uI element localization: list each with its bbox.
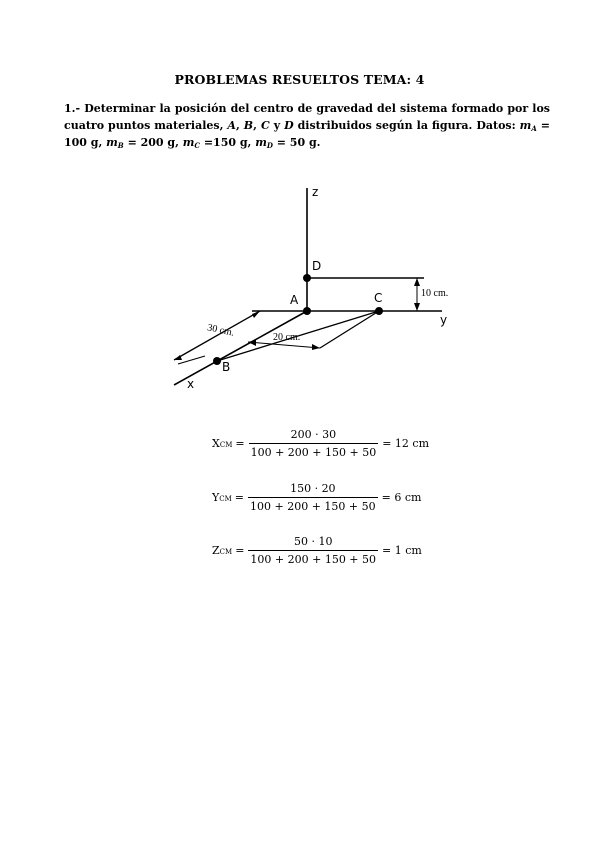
fraction: 200 · 30 100 + 200 + 150 + 50 [248, 427, 379, 459]
point-a-marker [303, 307, 311, 315]
page-title: PROBLEMAS RESUELTOS TEMA: 4 [174, 72, 425, 87]
denominator: 100 + 200 + 150 + 50 [248, 496, 378, 513]
conjunction: y [273, 119, 281, 132]
ab-parallel-line [173, 310, 261, 361]
point-label-a: A [227, 119, 236, 132]
point-b-marker [213, 357, 221, 365]
y-axis-label: y [440, 313, 448, 327]
equation-result: = 12 cm [382, 436, 430, 450]
equation-subscript: CM [219, 494, 232, 503]
equation-result: = 1 cm [382, 543, 422, 557]
point-d-label: D [312, 259, 322, 273]
equals-sign: = [235, 436, 245, 450]
numerator: 200 · 30 [290, 427, 337, 441]
equation-result: = 6 cm [381, 490, 422, 504]
mass-subscript: B [117, 141, 124, 150]
mass-value: = 50 g. [276, 136, 321, 149]
arrow-head [414, 303, 420, 311]
denominator: 100 + 200 + 150 + 50 [248, 442, 379, 459]
arrow-head [248, 340, 256, 346]
mass-symbol: m [255, 136, 267, 149]
x-axis-label: x [187, 377, 195, 391]
problem-number: 1.- [64, 102, 81, 115]
problem-statement: 1.- Determinar la posición del centro de… [64, 100, 550, 151]
arrow-head [252, 311, 260, 318]
numerator: 150 · 20 [290, 481, 336, 495]
denominator: 100 + 200 + 150 + 50 [248, 549, 379, 566]
equation-variable: X [212, 436, 220, 450]
mass-symbol: m [182, 136, 195, 149]
mass-subscript: D [266, 141, 273, 150]
figure-drawing [173, 188, 442, 386]
problem-text-data: distribuidos según la figura. Datos: [297, 119, 516, 132]
c-to-dimension-line [319, 310, 380, 349]
point-c-marker [375, 307, 383, 315]
point-label-d: D [284, 119, 294, 132]
separator: , [235, 119, 240, 132]
mass-subscript: C [194, 141, 200, 150]
arrow-head [312, 344, 320, 350]
mass-value: = 200 g, [127, 136, 179, 149]
arrow-head [414, 278, 420, 286]
mass-symbol: m [519, 119, 532, 132]
numerator: 50 · 10 [293, 534, 333, 548]
mass-value: = 100 g, [64, 119, 550, 149]
separator: , [253, 119, 257, 132]
point-c-label: C [374, 291, 383, 305]
dimension-10cm: 10 cm. [421, 288, 449, 299]
ac-dimension-line [247, 341, 321, 349]
equation-subscript: CM [219, 440, 233, 449]
arrow-head [174, 355, 182, 360]
equals-sign: = [235, 543, 245, 557]
mass-subscript: A [531, 124, 537, 133]
point-d-marker [303, 274, 311, 282]
point-label-b: B [243, 119, 254, 132]
fraction: 50 · 10 100 + 200 + 150 + 50 [248, 534, 379, 566]
x-axis [173, 310, 308, 386]
b-dimension-tick [177, 355, 206, 365]
point-label-c: C [260, 119, 270, 132]
mass-value: =150 g, [203, 136, 252, 149]
dimension-20cm: 20 cm. [273, 332, 301, 343]
equals-sign: = [234, 490, 245, 504]
point-a-label: A [290, 293, 299, 307]
bc-line [216, 310, 380, 362]
coordinate-figure: z y x D A C B 10 cm. 20 cm. 30 cm. [160, 180, 460, 400]
equation-variable: Z [212, 543, 220, 557]
problem-text-intro: Determinar la posición del centro de gra… [64, 102, 550, 132]
fraction: 150 · 20 100 + 200 + 150 + 50 [248, 482, 378, 513]
point-b-label: B [222, 360, 231, 374]
equation-variable: Y [212, 490, 220, 504]
equation-subscript: CM [219, 547, 233, 556]
z-axis-label: z [312, 185, 319, 199]
mass-symbol: m [106, 136, 118, 149]
